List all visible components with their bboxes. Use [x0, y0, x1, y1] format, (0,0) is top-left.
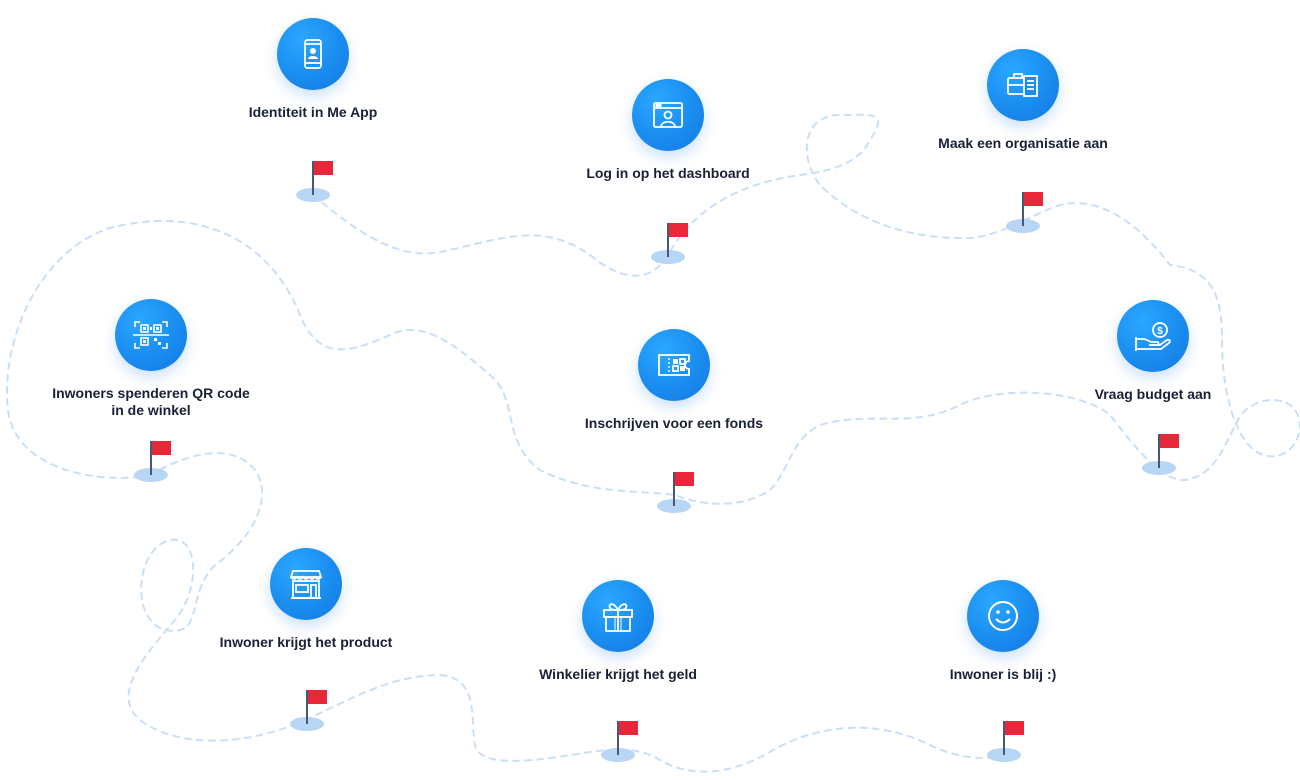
- hand-coin-icon: $: [1117, 300, 1189, 372]
- step-label: Inwoner krijgt het product: [219, 634, 393, 650]
- flag-marker: [984, 716, 1024, 762]
- step-organisatie: Maak een organisatie aan: [923, 49, 1123, 152]
- step-login: Log in op het dashboard: [568, 79, 768, 182]
- gift-icon: [582, 580, 654, 652]
- step-label: Vraag budget aan: [1094, 386, 1212, 402]
- step-geld: Winkelier krijgt het geld: [518, 580, 718, 683]
- flag-marker: [648, 218, 688, 264]
- browser-user-icon: [632, 79, 704, 151]
- flag-marker: [598, 716, 638, 762]
- flag-marker: [1003, 187, 1043, 233]
- step-label: Maak een organisatie aan: [938, 135, 1108, 151]
- flag-marker: [1139, 429, 1179, 475]
- smiley-icon: [967, 580, 1039, 652]
- qr-code-icon: [115, 299, 187, 371]
- step-qr: Inwoners spenderen QR code in de winkel: [51, 299, 251, 419]
- step-label: Identiteit in Me App: [248, 104, 378, 120]
- step-label: Winkelier krijgt het geld: [539, 666, 697, 682]
- step-label: Inschrijven voor een fonds: [584, 415, 764, 431]
- phone-user-icon: [277, 18, 349, 90]
- shop-icon: [270, 548, 342, 620]
- step-budget: $ Vraag budget aan: [1053, 300, 1253, 403]
- step-label: Inwoners spenderen QR code in de winkel: [52, 385, 250, 418]
- flag-marker: [293, 156, 336, 202]
- voucher-icon: [638, 329, 710, 401]
- step-identiteit: Identiteit in Me App: [213, 18, 413, 121]
- step-fonds: Inschrijven voor een fonds: [574, 329, 774, 432]
- step-label: Inwoner is blij :): [949, 666, 1057, 682]
- flag-marker: [131, 436, 171, 482]
- briefcase-document-icon: [987, 49, 1059, 121]
- flag-marker: [654, 467, 694, 513]
- step-label: Log in op het dashboard: [586, 165, 750, 181]
- svg-text:$: $: [1157, 326, 1163, 337]
- step-product: Inwoner krijgt het product: [206, 548, 406, 651]
- step-blij: Inwoner is blij :): [903, 580, 1103, 683]
- flag-marker: [287, 685, 327, 731]
